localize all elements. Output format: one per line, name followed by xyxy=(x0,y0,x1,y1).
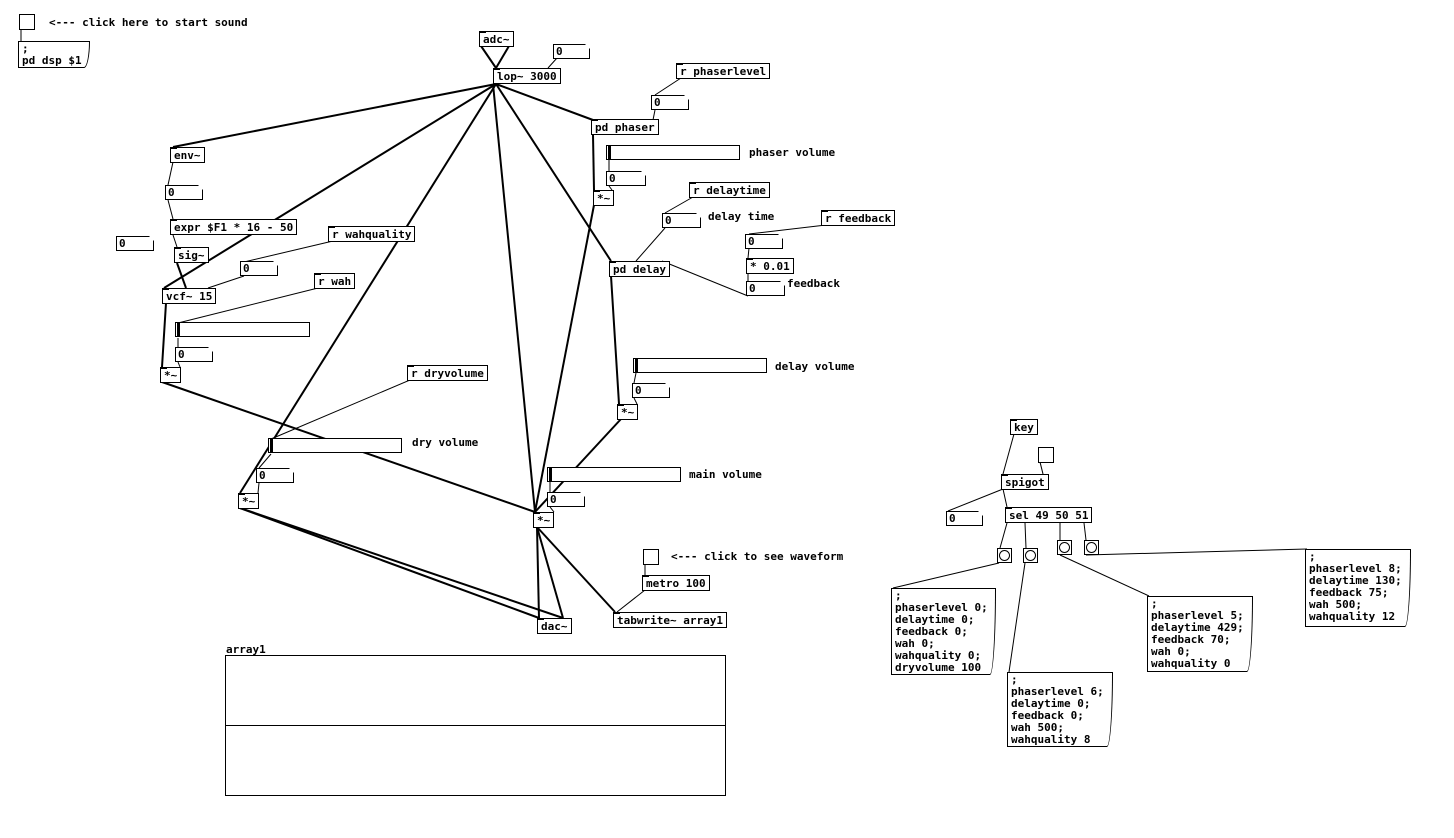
r-wahquality-object[interactable]: r wahquality xyxy=(328,226,416,242)
wahquality-number[interactable]: 0 xyxy=(240,261,278,276)
key-enable-toggle[interactable] xyxy=(1038,447,1054,463)
pd-phaser-object[interactable]: pd phaser xyxy=(591,119,659,135)
feedback-out-number[interactable]: 0 xyxy=(746,281,785,296)
delaytime-number[interactable]: 0 xyxy=(662,213,701,228)
preset-message-wah[interactable]: ; phaserlevel 6; delaytime 0; feedback 0… xyxy=(1007,672,1113,747)
array-graph[interactable] xyxy=(225,655,726,796)
expr-object[interactable]: expr $F1 * 16 - 50 xyxy=(170,219,298,235)
adc-object[interactable]: adc~ xyxy=(479,31,514,47)
array-label: array1 xyxy=(226,643,266,656)
lop-object[interactable]: lop~ 3000 xyxy=(493,68,561,84)
preset-bang-4[interactable] xyxy=(1084,540,1099,555)
lop-cutoff-number[interactable]: 0 xyxy=(553,44,590,59)
feedback-label: feedback xyxy=(787,277,840,290)
wah-multiply-object[interactable]: *~ xyxy=(160,367,182,383)
phaserlevel-number[interactable]: 0 xyxy=(651,95,689,110)
phaser-volume-label: phaser volume xyxy=(749,146,836,159)
delay-volume-label: delay volume xyxy=(775,360,855,373)
dry-volume-slider[interactable] xyxy=(268,438,402,453)
wah-volume-number[interactable]: 0 xyxy=(175,347,213,362)
dsp-message[interactable]: ; pd dsp $1 xyxy=(18,41,90,68)
phaser-volume-number[interactable]: 0 xyxy=(606,171,646,186)
preset-message-delay[interactable]: ; phaserlevel 5; delaytime 429; feedback… xyxy=(1147,596,1253,672)
waveform-toggle[interactable] xyxy=(643,549,659,565)
spigot-object[interactable]: spigot xyxy=(1001,474,1049,490)
main-volume-label: main volume xyxy=(689,468,762,481)
r-feedback-object[interactable]: r feedback xyxy=(821,210,896,226)
preset-message-full[interactable]: ; phaserlevel 8; delaytime 130; feedback… xyxy=(1305,549,1411,627)
env-object[interactable]: env~ xyxy=(170,147,205,163)
feedback-scale-object[interactable]: * 0.01 xyxy=(746,258,794,274)
phaser-multiply-object[interactable]: *~ xyxy=(593,190,615,206)
delay-time-label: delay time xyxy=(708,210,775,223)
sel-object[interactable]: sel 49 50 51 xyxy=(1005,507,1093,523)
preset-bang-3[interactable] xyxy=(1057,540,1072,555)
key-object[interactable]: key xyxy=(1010,419,1038,435)
metro-object[interactable]: metro 100 xyxy=(642,575,710,591)
phaser-volume-slider[interactable] xyxy=(606,145,740,160)
tabwrite-object[interactable]: tabwrite~ array1 xyxy=(613,612,727,628)
sig-object[interactable]: sig~ xyxy=(174,247,209,263)
delay-volume-slider[interactable] xyxy=(633,358,767,373)
main-volume-number[interactable]: 0 xyxy=(547,492,585,507)
expr-side-number[interactable]: 0 xyxy=(116,236,154,251)
dry-volume-label: dry volume xyxy=(412,436,479,449)
r-wah-object[interactable]: r wah xyxy=(314,273,356,289)
delay-multiply-object[interactable]: *~ xyxy=(617,404,639,420)
see-waveform-comment: <--- click to see waveform xyxy=(671,550,844,563)
preset-message-default[interactable]: ; phaserlevel 0; delaytime 0; feedback 0… xyxy=(891,588,996,675)
start-sound-comment: <--- click here to start sound xyxy=(49,16,248,29)
r-delaytime-object[interactable]: r delaytime xyxy=(689,182,770,198)
main-volume-slider[interactable] xyxy=(547,467,681,482)
feedback-in-number[interactable]: 0 xyxy=(745,234,783,249)
wah-volume-slider[interactable] xyxy=(175,322,310,337)
dac-object[interactable]: dac~ xyxy=(537,618,572,634)
preset-bang-2[interactable] xyxy=(1023,548,1038,563)
preset-bang-1[interactable] xyxy=(997,548,1012,563)
pd-delay-object[interactable]: pd delay xyxy=(609,261,670,277)
key-number[interactable]: 0 xyxy=(946,511,983,526)
dry-multiply-object[interactable]: *~ xyxy=(238,493,260,509)
array-waveform-line xyxy=(226,725,725,726)
r-phaserlevel-object[interactable]: r phaserlevel xyxy=(676,63,771,79)
r-dryvolume-object[interactable]: r dryvolume xyxy=(407,365,488,381)
dry-volume-number[interactable]: 0 xyxy=(256,468,294,483)
dsp-toggle[interactable] xyxy=(19,14,35,30)
env-number[interactable]: 0 xyxy=(165,185,203,200)
vcf-object[interactable]: vcf~ 15 xyxy=(162,288,217,304)
delay-volume-number[interactable]: 0 xyxy=(632,383,670,398)
main-multiply-object[interactable]: *~ xyxy=(533,512,555,528)
